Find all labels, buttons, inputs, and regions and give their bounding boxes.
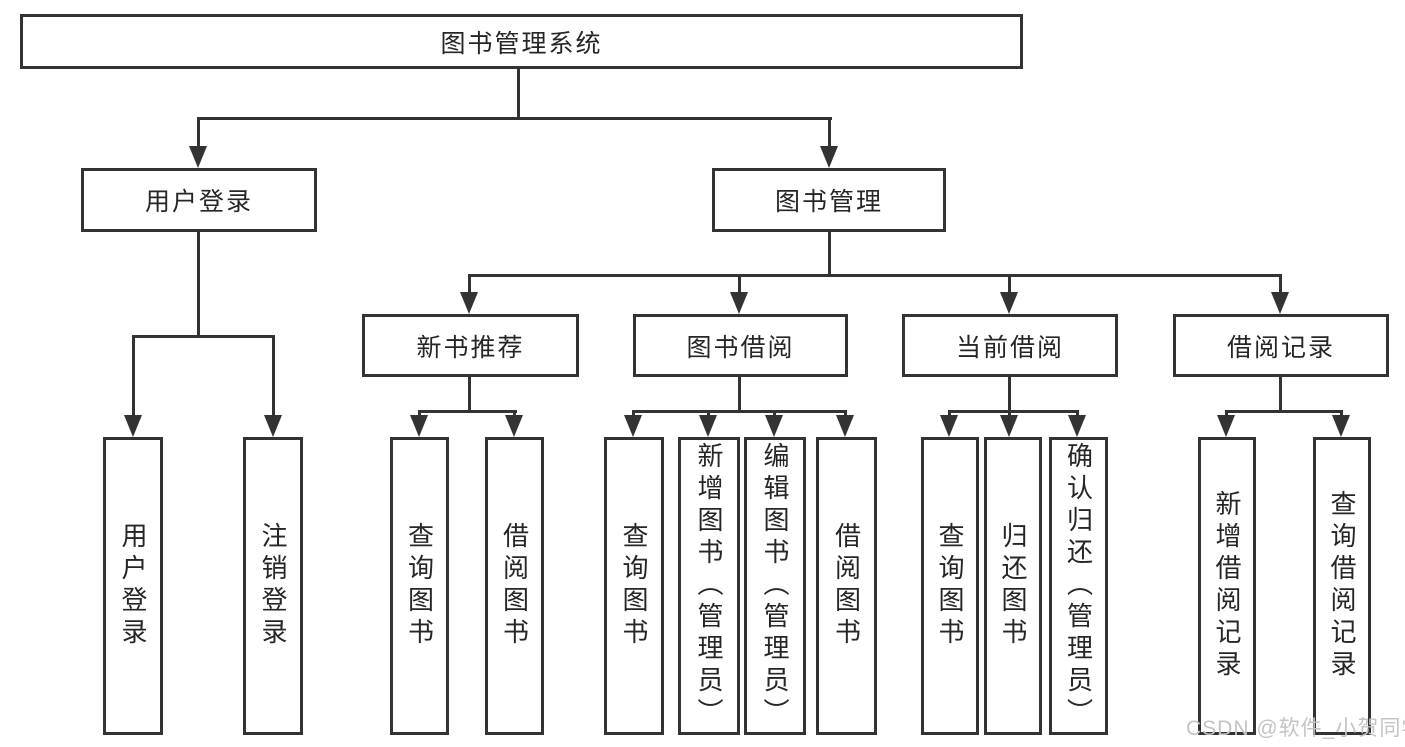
leaf-label: 借阅图书 — [499, 522, 530, 650]
edge-borrowing-records-rail — [1225, 410, 1343, 413]
node-library-management-system: 图书管理系统 — [20, 14, 1023, 69]
leaf-return-books: 归还图书 — [984, 437, 1042, 735]
arrow-down-icon — [1000, 415, 1018, 437]
arrow-down-icon — [410, 415, 428, 437]
edge-to-book-management — [828, 117, 831, 149]
edge-book-borrowing-rail — [632, 410, 846, 413]
node-current-borrowing: 当前借阅 — [902, 314, 1118, 377]
arrow-down-icon — [264, 415, 282, 437]
csdn-watermark: CSDN @软件_小贺同学 — [1186, 717, 1405, 740]
leaf-label: 查询图书 — [404, 522, 435, 650]
node-label: 借阅记录 — [1226, 333, 1335, 362]
leaf-query-borrow-record: 查询借阅记录 — [1313, 437, 1371, 735]
leaf-label: 查询图书 — [935, 522, 965, 650]
arrow-down-icon — [624, 415, 642, 437]
leaf-label: 用户登录 — [118, 522, 148, 650]
edge-current-borrowing-rail — [948, 410, 1079, 413]
leaf-add-borrow-record: 新增借阅记录 — [1198, 437, 1256, 735]
edge-borrowing-records-stem — [1279, 377, 1282, 413]
leaf-query-books-recommend: 查询图书 — [390, 437, 449, 735]
leaf-confirm-return-admin: 确认归还（管理员） — [1049, 437, 1108, 735]
node-label: 图书管理系统 — [440, 29, 603, 58]
leaf-label: 确认归还（管理员） — [1063, 442, 1094, 730]
arrow-down-icon — [189, 146, 207, 168]
arrow-down-icon — [940, 415, 958, 437]
edge-to-leaf-logout — [272, 335, 275, 419]
edge-current-borrowing-stem — [1008, 377, 1011, 413]
leaf-label: 查询借阅记录 — [1327, 490, 1357, 682]
node-label: 当前借阅 — [955, 333, 1064, 362]
node-label: 图书管理 — [774, 188, 883, 216]
edge-to-current-borrowing — [1008, 274, 1011, 296]
leaf-query-books-current: 查询图书 — [921, 437, 979, 735]
arrow-down-icon — [820, 146, 838, 168]
edge-to-book-borrowing — [738, 274, 741, 296]
leaf-label: 编辑图书（管理员） — [760, 442, 790, 730]
edge-user-login-stem — [197, 232, 200, 338]
edge-new-book-rail — [418, 410, 517, 413]
edge-to-leaf-user-login — [132, 335, 135, 419]
leaf-label: 新增图书（管理员） — [694, 442, 724, 730]
arrow-down-icon — [699, 415, 717, 437]
edge-to-user-login — [197, 117, 200, 149]
edge-book-management-stem — [828, 232, 831, 277]
arrow-down-icon — [1000, 292, 1018, 314]
arrow-down-icon — [765, 415, 783, 437]
leaf-label: 查询图书 — [619, 522, 649, 650]
node-borrowing-records: 借阅记录 — [1173, 314, 1389, 377]
node-book-borrowing: 图书借阅 — [633, 314, 848, 377]
arrow-down-icon — [836, 415, 854, 437]
arrow-down-icon — [1332, 415, 1350, 437]
arrow-down-icon — [124, 415, 142, 437]
leaf-label: 归还图书 — [998, 522, 1028, 650]
edge-root-rail — [197, 117, 832, 120]
edge-book-borrowing-stem — [738, 377, 741, 413]
leaf-label: 新增借阅记录 — [1212, 490, 1242, 682]
leaf-logout-login: 注销登录 — [243, 437, 303, 735]
leaf-add-books-admin: 新增图书（管理员） — [678, 437, 740, 735]
arrow-down-icon — [730, 292, 748, 314]
edge-to-borrowing-records — [1279, 274, 1282, 296]
node-label: 用户登录 — [144, 188, 253, 216]
arrow-down-icon — [460, 292, 478, 314]
leaf-borrow-books-recommend: 借阅图书 — [485, 437, 544, 735]
edge-to-new-book — [468, 274, 471, 296]
leaf-edit-books-admin: 编辑图书（管理员） — [744, 437, 806, 735]
leaf-user-login: 用户登录 — [103, 437, 163, 735]
edge-user-login-rail — [132, 335, 275, 338]
edge-new-book-stem — [468, 377, 471, 413]
arrow-down-icon — [1217, 415, 1235, 437]
leaf-query-books-borrowing: 查询图书 — [604, 437, 664, 735]
node-book-management: 图书管理 — [712, 168, 946, 232]
node-new-book-recommendation: 新书推荐 — [362, 314, 579, 377]
leaf-label: 借阅图书 — [831, 522, 862, 650]
edge-book-management-rail — [468, 274, 1282, 277]
node-user-login: 用户登录 — [81, 168, 317, 232]
leaf-borrow-books-borrowing: 借阅图书 — [816, 437, 877, 735]
node-label: 图书借阅 — [686, 333, 795, 362]
arrow-down-icon — [1271, 292, 1289, 314]
edge-root-stem — [517, 66, 520, 117]
node-label: 新书推荐 — [416, 333, 525, 362]
arrow-down-icon — [505, 415, 523, 437]
arrow-down-icon — [1068, 415, 1086, 437]
leaf-label: 注销登录 — [258, 522, 288, 650]
